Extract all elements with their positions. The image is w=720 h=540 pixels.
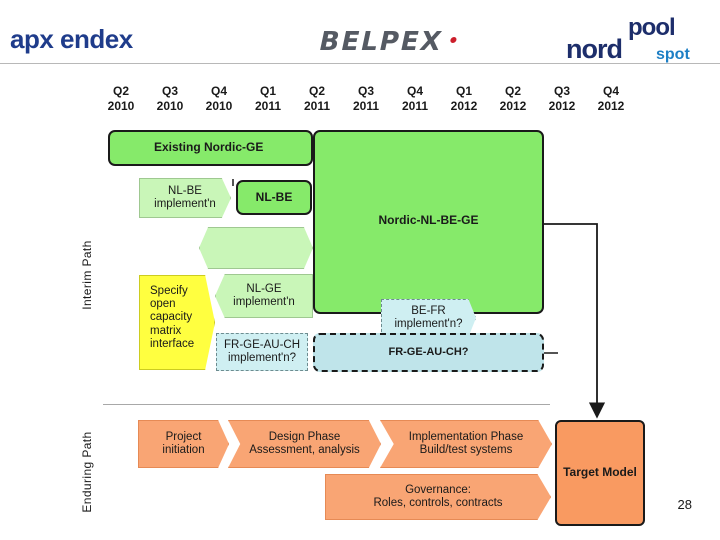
page-number: 28 — [677, 497, 692, 512]
target-model-box: Target Model — [555, 420, 645, 526]
nordpool-spot-logo: nord pool spot — [562, 12, 712, 68]
nl-be-implementation-box: NL-BE implement'n — [139, 178, 231, 218]
specify-capacity-matrix-box: Specify open capacity matrix interface — [139, 275, 215, 370]
nornet-implementation-box — [199, 227, 313, 269]
quarter-q4-2010: Q4 2010 — [205, 84, 233, 113]
design-phase-step: Design Phase Assessment, analysis — [228, 420, 381, 468]
quarter-q3-2012: Q3 2012 — [548, 84, 576, 113]
nordic-to-target-arrow — [544, 223, 606, 419]
nordpool-spot-text: spot — [656, 46, 690, 63]
governance-step: Governance: Roles, controls, contracts — [325, 474, 551, 520]
implementation-phase-step: Implementation Phase Build/test systems — [380, 420, 552, 468]
interim-path-label: Interim Path — [80, 240, 94, 310]
nordpool-pool-text: pool — [628, 14, 676, 41]
nl-be-box: NL-BE — [236, 180, 312, 215]
quarter-q2-2012: Q2 2012 — [499, 84, 527, 113]
apx-logo-text: apx endex — [10, 23, 133, 54]
quarter-q3-2011: Q3 2011 — [352, 84, 380, 113]
path-divider — [103, 404, 550, 405]
quarter-q2-2010: Q2 2010 — [107, 84, 135, 113]
fr-ge-au-ch-implementation-box: FR-GE-AU-CH implement'n? — [216, 333, 308, 371]
belpex-logo-text: BELPEX — [316, 27, 446, 57]
quarter-q3-2010: Q3 2010 — [156, 84, 184, 113]
belpex-logo: BELPEX — [289, 27, 473, 57]
belpex-dot-icon — [449, 37, 458, 43]
header-divider — [0, 63, 720, 64]
nl-ge-implementation-box: NL-GE implement'n — [215, 274, 313, 318]
be-fr-implementation-box: BE-FR implement'n? — [381, 299, 476, 337]
enduring-path-label: Enduring Path — [80, 431, 94, 513]
quarter-q1-2012: Q1 2012 — [450, 84, 478, 113]
fr-ge-au-ch-box: FR-GE-AU-CH? — [313, 333, 544, 372]
quarter-q1-2011: Q1 2011 — [254, 84, 282, 113]
nordic-nl-be-ge-box: Nordic-NL-BE-GE — [313, 130, 544, 314]
nordic-nl-be-ge-label: Nordic-NL-BE-GE — [378, 213, 479, 228]
quarter-q4-2012: Q4 2012 — [597, 84, 625, 113]
apx-endex-logo: apx endex — [10, 23, 175, 54]
quarter-q4-2011: Q4 2011 — [401, 84, 429, 113]
existing-nordic-ge-box: Existing Nordic-GE — [108, 130, 313, 166]
project-initiation-step: Project initiation — [138, 420, 229, 468]
quarter-q2-2011: Q2 2011 — [303, 84, 331, 113]
nordpool-nord-text: nord — [566, 34, 623, 64]
